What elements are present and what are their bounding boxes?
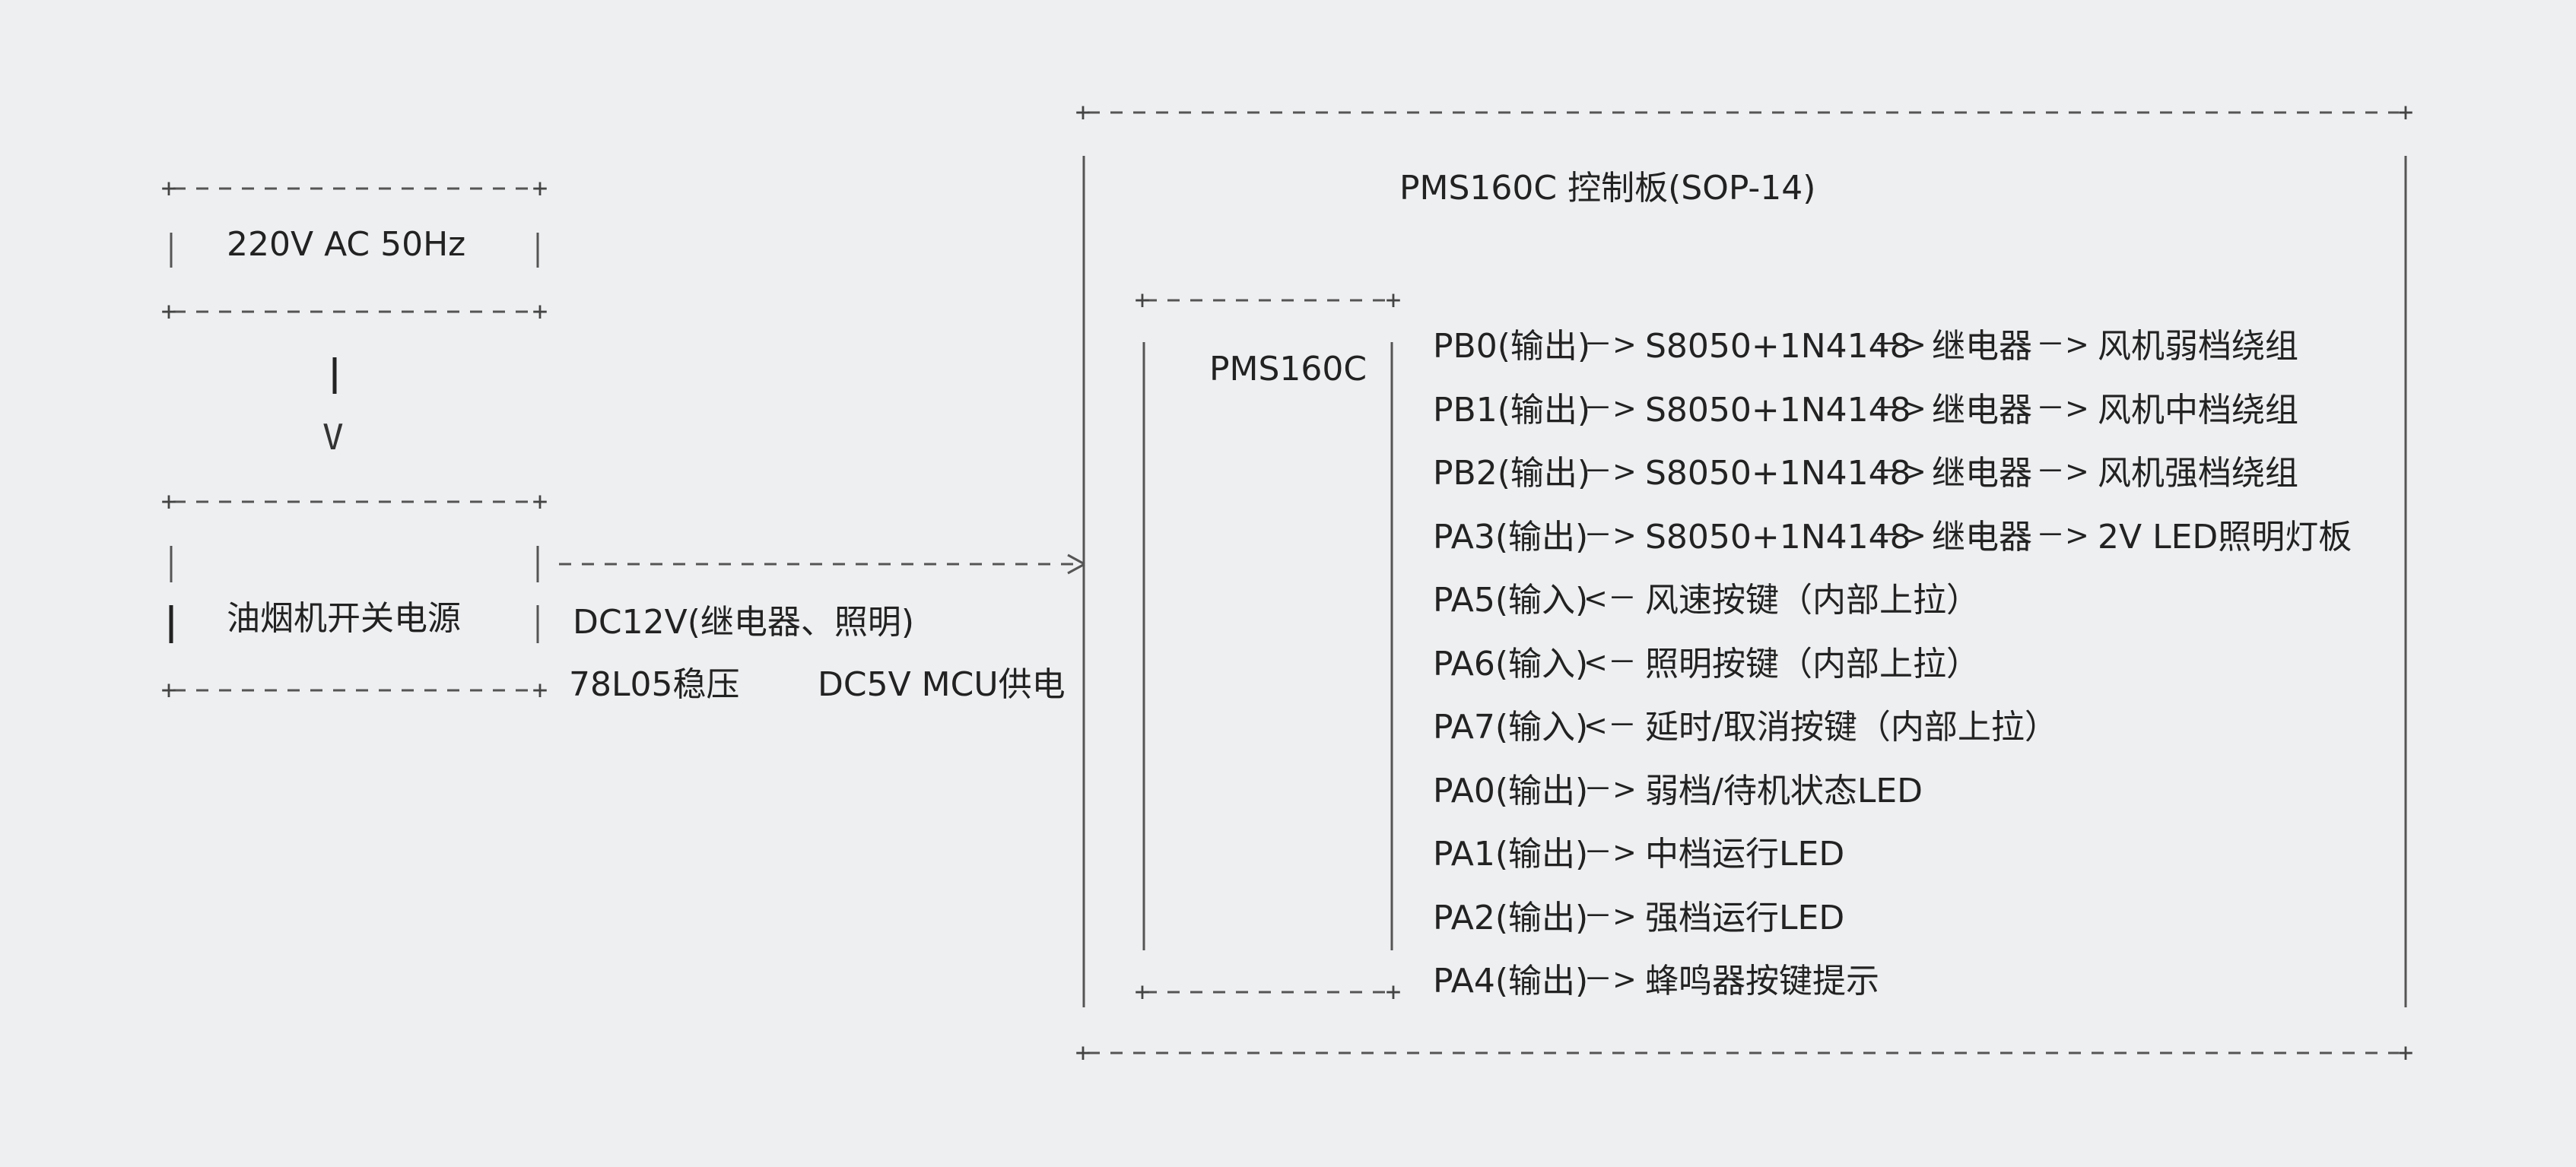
psu-to-board-arrowhead-bottom — [1067, 563, 1085, 575]
pin-label: PA3(输出) — [1433, 518, 1589, 557]
dc12-output-label: DC12V(继电器、照明) — [573, 603, 915, 642]
corner-mark: + — [2397, 97, 2414, 128]
pin-label: PA2(输出) — [1433, 899, 1589, 937]
pin-target-label: 继电器 — [1932, 518, 2032, 557]
signal-arrow-icon: <－ — [1583, 645, 1637, 679]
pin-target-label: 风机中档绕组 — [2098, 391, 2298, 430]
pin-target-label: 照明按键（内部上拉） — [1645, 645, 1980, 683]
corner-mark: + — [160, 675, 177, 706]
pin-target-label: S8050+1N4148 — [1645, 327, 1911, 366]
corner-mark: + — [532, 487, 548, 517]
down-arrow-icon: V — [322, 417, 344, 458]
corner-mark: + — [532, 297, 548, 327]
signal-arrow-icon: －> — [1583, 836, 1637, 869]
corner-mark: + — [532, 675, 548, 706]
corner-mark: + — [532, 173, 548, 204]
pin-target-label: 继电器 — [1932, 391, 2032, 430]
pin-label: PB2(输出) — [1433, 454, 1591, 493]
pin-label: PB1(输出) — [1433, 391, 1591, 430]
pin-label: PA4(输出) — [1433, 962, 1589, 1001]
psu-to-board-arrowhead-top — [1067, 553, 1085, 566]
pin-target-label: 延时/取消按键（内部上拉） — [1645, 708, 2058, 747]
corner-mark: + — [1075, 97, 1091, 128]
pin-target-label: 继电器 — [1932, 454, 2032, 493]
pin-target-label: S8050+1N4148 — [1645, 391, 1911, 430]
pin-label: PA6(输入) — [1433, 645, 1589, 683]
pin-target-label: 风机弱档绕组 — [2098, 327, 2298, 366]
pin-target-label: 蜂鸣器按键提示 — [1645, 962, 1879, 1001]
signal-arrow-icon: －> — [1583, 899, 1637, 933]
signal-arrow-icon: －> — [1583, 772, 1637, 806]
pin-target-label: S8050+1N4148 — [1645, 454, 1911, 493]
signal-arrow-icon: －> — [1873, 518, 1926, 552]
ac-source-label: 220V AC 50Hz — [227, 225, 466, 264]
signal-arrow-icon: －> — [2036, 518, 2089, 552]
corner-mark: + — [1134, 977, 1151, 1007]
pin-target-label: 2V LED照明灯板 — [2098, 518, 2352, 557]
pin-label: PA1(输出) — [1433, 835, 1589, 874]
dc5-output-label: DC5V MCU供电 — [818, 665, 1066, 704]
regulator-label: 78L05稳压 — [569, 665, 740, 704]
pin-target-label: S8050+1N4148 — [1645, 518, 1911, 557]
corner-mark: + — [160, 297, 177, 327]
corner-mark: + — [160, 173, 177, 204]
corner-mark: + — [1134, 285, 1151, 316]
signal-arrow-icon: －> — [2036, 455, 2089, 488]
pin-label: PA0(输出) — [1433, 772, 1589, 810]
pin-target-label: 风速按键（内部上拉） — [1645, 581, 1980, 620]
signal-arrow-icon: －> — [1873, 455, 1926, 488]
corner-mark: + — [1385, 977, 1402, 1007]
pin-target-label: 中档运行LED — [1645, 835, 1845, 874]
signal-arrow-icon: －> — [1583, 328, 1637, 361]
signal-arrow-icon: －> — [1583, 455, 1637, 488]
pin-target-label: 弱档/待机状态LED — [1645, 772, 1923, 810]
pin-target-label: 风机强档绕组 — [2098, 454, 2298, 493]
pin-label: PA7(输入) — [1433, 708, 1589, 747]
pin-label: PB0(输出) — [1433, 327, 1591, 366]
pin-target-label: 继电器 — [1932, 327, 2032, 366]
corner-mark: + — [1075, 1038, 1091, 1068]
signal-arrow-icon: －> — [2036, 392, 2089, 425]
signal-arrow-icon: －> — [1583, 518, 1637, 552]
pin-label: PA5(输入) — [1433, 581, 1589, 620]
board-title: PMS160C 控制板(SOP-14) — [1399, 169, 1816, 208]
signal-arrow-icon: －> — [1583, 962, 1637, 996]
signal-arrow-icon: －> — [2036, 328, 2089, 361]
signal-arrow-icon: <－ — [1583, 582, 1637, 615]
signal-arrow-icon: －> — [1873, 392, 1926, 425]
signal-arrow-icon: <－ — [1583, 709, 1637, 742]
chip-label: PMS160C — [1209, 350, 1367, 388]
corner-mark: + — [160, 487, 177, 517]
signal-arrow-icon: －> — [1583, 392, 1637, 425]
pin-target-label: 强档运行LED — [1645, 899, 1845, 937]
corner-mark: + — [2397, 1038, 2414, 1068]
signal-arrow-icon: －> — [1873, 328, 1926, 361]
corner-mark: + — [1385, 285, 1402, 316]
psu-label: 油烟机开关电源 — [227, 599, 461, 638]
